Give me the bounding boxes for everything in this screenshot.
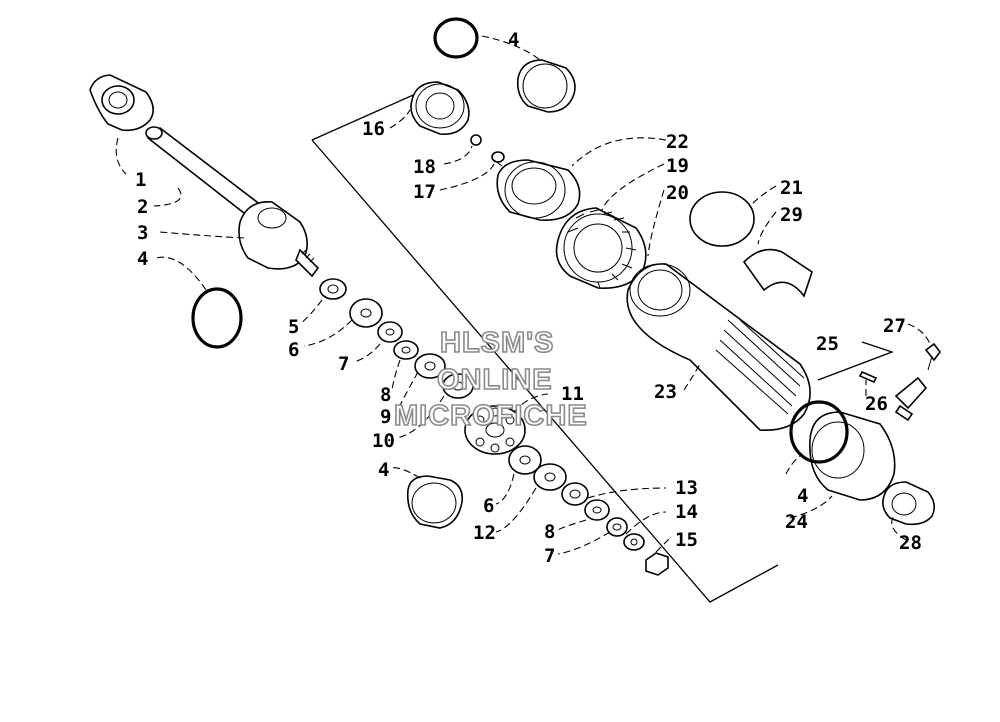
part-14-shim — [606, 517, 628, 537]
callout-29: 29 — [780, 204, 803, 226]
part-4-band-top — [516, 59, 576, 113]
part-13-shim — [561, 482, 589, 506]
part-4-o-ring-right — [789, 400, 849, 464]
part-29-label — [742, 248, 813, 298]
callout-8-b: 8 — [544, 521, 555, 543]
part-4-band — [406, 475, 464, 529]
part-7-shim — [377, 321, 403, 343]
watermark-line-3: MICROFICHE — [394, 400, 588, 432]
part-18-o-ring-small — [470, 134, 482, 146]
part-1-eyelet — [89, 74, 154, 132]
part-11-piston — [464, 405, 526, 455]
group-bracket — [311, 91, 894, 603]
part-6-washer-lower — [508, 445, 542, 475]
part-7-shim-lower — [623, 533, 645, 551]
shaft-assembly — [89, 74, 320, 349]
callout-9: 9 — [380, 406, 391, 428]
part-26-seal — [858, 370, 878, 384]
part-22-piston — [496, 159, 581, 221]
part-9-shim — [414, 353, 446, 379]
callout-5: 5 — [288, 316, 299, 338]
callout-4-d: 4 — [797, 485, 808, 507]
callout-7-a: 7 — [338, 353, 349, 375]
callout-25: 25 — [816, 333, 839, 355]
part-8-shim-lower — [584, 499, 610, 521]
part-27-screw — [924, 342, 941, 371]
callout-21: 21 — [780, 177, 803, 199]
callout-8-a: 8 — [380, 384, 391, 406]
callout-18: 18 — [413, 156, 436, 178]
part-3-body — [238, 201, 320, 278]
callout-16: 16 — [362, 118, 385, 140]
watermark: HLSM'S ONLINE MICROFICHE — [393, 326, 588, 433]
callout-26: 26 — [865, 393, 888, 415]
callout-22: 22 — [666, 131, 689, 153]
part-10-shim — [442, 373, 474, 399]
callout-20: 20 — [666, 182, 689, 204]
callout-6-b: 6 — [483, 495, 494, 517]
part-24-end-cap — [809, 411, 896, 501]
part-25-valve — [894, 376, 928, 422]
part-16-cap — [410, 81, 470, 136]
part-12-washer — [533, 463, 567, 491]
part-28-bushing — [882, 481, 936, 526]
reservoir-top-parts — [410, 17, 647, 289]
watermark-line-1: HLSM'S — [440, 327, 554, 359]
part-23-body — [626, 263, 811, 431]
callout-4-c: 4 — [508, 29, 519, 51]
callout-27: 27 — [883, 315, 906, 337]
part-21-disc — [689, 191, 755, 247]
callout-3: 3 — [137, 222, 148, 244]
callout-15: 15 — [675, 529, 698, 551]
callout-13: 13 — [675, 477, 698, 499]
part-5-washer — [319, 278, 347, 300]
callout-4-a: 4 — [137, 248, 148, 270]
callout-14: 14 — [675, 501, 698, 523]
part-8-shim — [393, 340, 419, 360]
part-6-washer — [349, 298, 383, 328]
callout-2: 2 — [137, 196, 148, 218]
part-4-o-ring-top — [433, 17, 479, 59]
callout-23: 23 — [654, 381, 677, 403]
part-4-o-ring-left — [191, 287, 243, 349]
leader-lines — [115, 35, 931, 555]
callout-1: 1 — [135, 169, 146, 191]
right-end-assembly — [789, 342, 941, 526]
callout-7-b: 7 — [544, 545, 555, 567]
callout-10: 10 — [372, 430, 395, 452]
callout-19: 19 — [666, 155, 689, 177]
callout-24: 24 — [785, 511, 808, 533]
washer-stack — [319, 278, 669, 576]
callout-labels: 1 2 3 4 5 6 7 8 9 10 4 6 12 8 7 11 13 14… — [135, 29, 922, 567]
callout-28: 28 — [899, 532, 922, 554]
callout-6-a: 6 — [288, 339, 299, 361]
part-17-valve — [491, 151, 505, 167]
callout-11: 11 — [561, 383, 584, 405]
watermark-line-2: ONLINE — [437, 364, 553, 396]
callout-4-b: 4 — [378, 459, 389, 481]
callout-17: 17 — [413, 181, 436, 203]
part-19-collar — [555, 207, 647, 289]
part-15-nut — [645, 552, 669, 576]
reservoir-body — [626, 191, 813, 431]
callout-12: 12 — [473, 522, 496, 544]
